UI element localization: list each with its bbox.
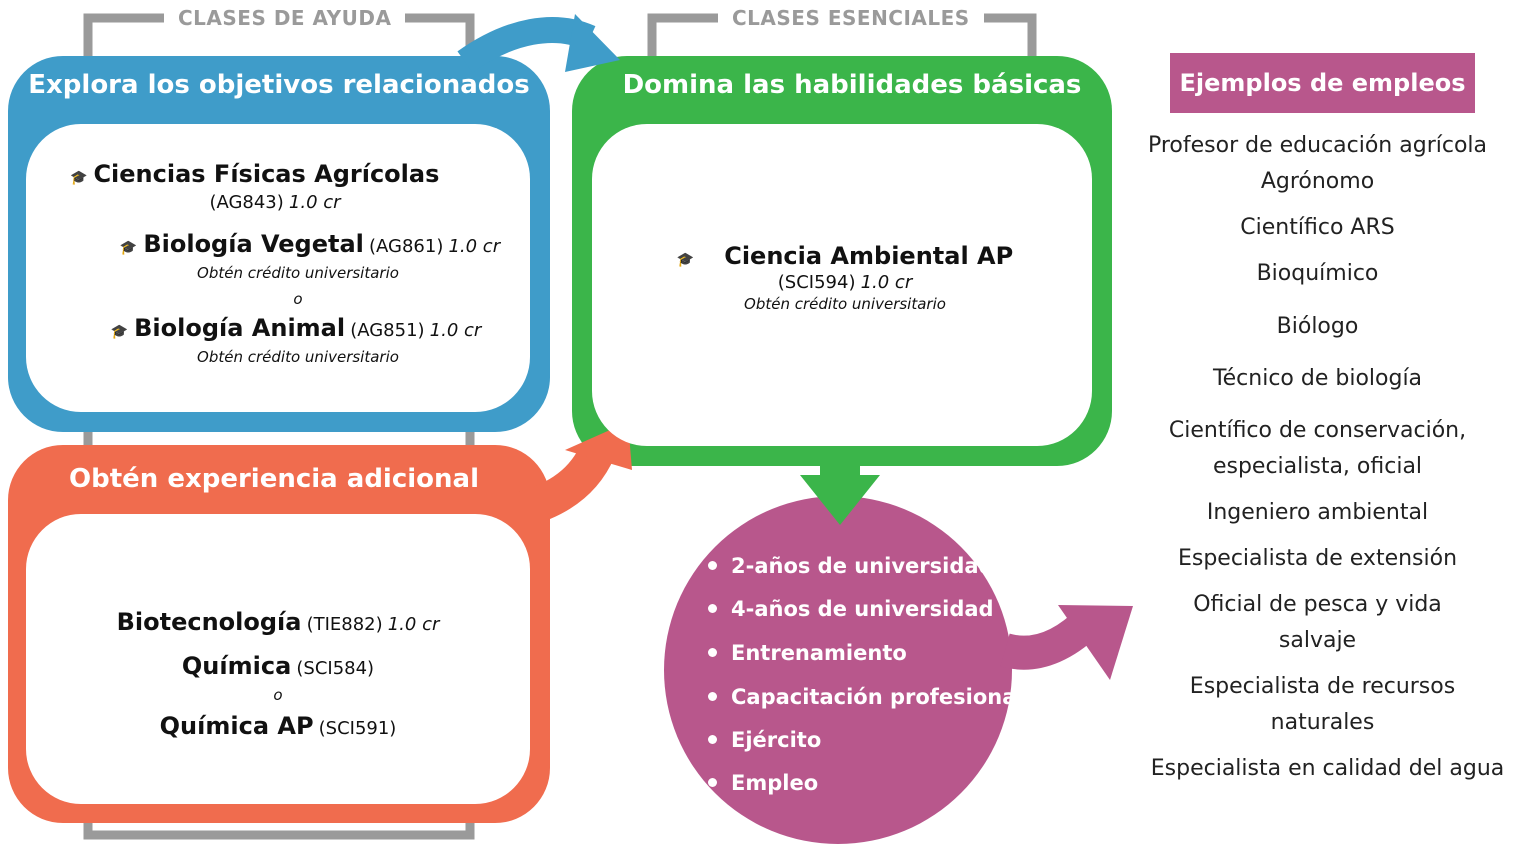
course-chemistry: Química (SCI584) xyxy=(181,652,375,680)
graduation-cap-icon: 🎓 xyxy=(70,170,88,186)
course-biotechnology: Biotecnología (TIE882) 1.0 cr xyxy=(116,608,440,636)
course-ap-chemistry: Química AP (SCI591) xyxy=(159,712,397,740)
graduation-cap-icon: 🎓 xyxy=(676,252,695,268)
graduation-cap-icon: 🎓 xyxy=(119,240,138,256)
course-plant-biology: 🎓Biología Vegetal (AG861) 1.0 cr xyxy=(119,230,501,258)
job-item: Especialista de extensión xyxy=(1177,546,1458,571)
job-item: Técnico de biología xyxy=(1212,366,1423,391)
bullet-icon xyxy=(708,777,717,787)
job-item: Científico ARS xyxy=(1240,215,1395,240)
pathway-item: Entrenamiento xyxy=(708,641,907,665)
course-animal-biology: 🎓Biología Animal (AG851) 1.0 cr xyxy=(110,314,482,342)
job-item: Profesor de educación agrícola xyxy=(1147,133,1487,158)
arrow-experience-to-master xyxy=(515,442,615,528)
job-item: Ingeniero ambiental xyxy=(1206,500,1429,525)
experience-title: Obtén experiencia adicional xyxy=(68,464,479,494)
support-classes-label: CLASES DE AYUDA xyxy=(164,6,406,30)
job-item: Oficial de pesca y vida salvaje xyxy=(1193,592,1442,653)
or-text: o xyxy=(293,290,303,308)
pathway-item: Empleo xyxy=(708,771,818,795)
job-item: Especialista en calidad del agua xyxy=(1150,756,1505,781)
course-agri-physical-science: 🎓Ciencias Físicas Agrícolas (AG843) 1.0 … xyxy=(70,160,440,213)
experience-panel xyxy=(26,514,530,804)
course-animal-biology-note: Obtén crédito universitario xyxy=(197,348,399,366)
course-plant-biology-note: Obtén crédito universitario xyxy=(197,264,399,282)
or-text: o xyxy=(273,686,283,704)
arrow-master-down xyxy=(800,475,880,525)
pathways-circle xyxy=(664,496,1012,844)
pathway-item: 4-años de universidad xyxy=(708,597,994,621)
bullet-icon xyxy=(708,647,717,657)
job-item: Bioquímico xyxy=(1256,261,1379,286)
bullet-icon xyxy=(708,691,717,701)
bullet-icon xyxy=(708,560,717,570)
job-item: Científico de conservación, especialista… xyxy=(1168,418,1467,479)
job-item: Biólogo xyxy=(1276,314,1359,339)
job-item: Especialista de recursos naturales xyxy=(1189,674,1456,735)
explore-title: Explora los objetivos relacionados xyxy=(28,70,530,100)
master-title: Domina las habilidades básicas xyxy=(622,70,1082,100)
pathway-item: 2-años de universidad xyxy=(708,554,994,578)
pathway-item: Capacitación profesional xyxy=(708,685,1024,709)
job-item: Agrónomo xyxy=(1260,169,1375,194)
pathway-item: Ejército xyxy=(708,728,821,752)
course-ap-environmental-science: 🎓Ciencia Ambiental AP (SCI594) 1.0 cr Ob… xyxy=(676,242,1014,313)
essential-classes-label: CLASES ESENCIALES xyxy=(718,6,984,30)
bullet-icon xyxy=(708,603,717,613)
bullet-icon xyxy=(708,734,717,744)
graduation-cap-icon: 🎓 xyxy=(110,324,129,340)
jobs-title: Ejemplos de empleos xyxy=(1170,53,1475,113)
master-panel xyxy=(592,124,1092,446)
explore-panel xyxy=(26,124,530,412)
